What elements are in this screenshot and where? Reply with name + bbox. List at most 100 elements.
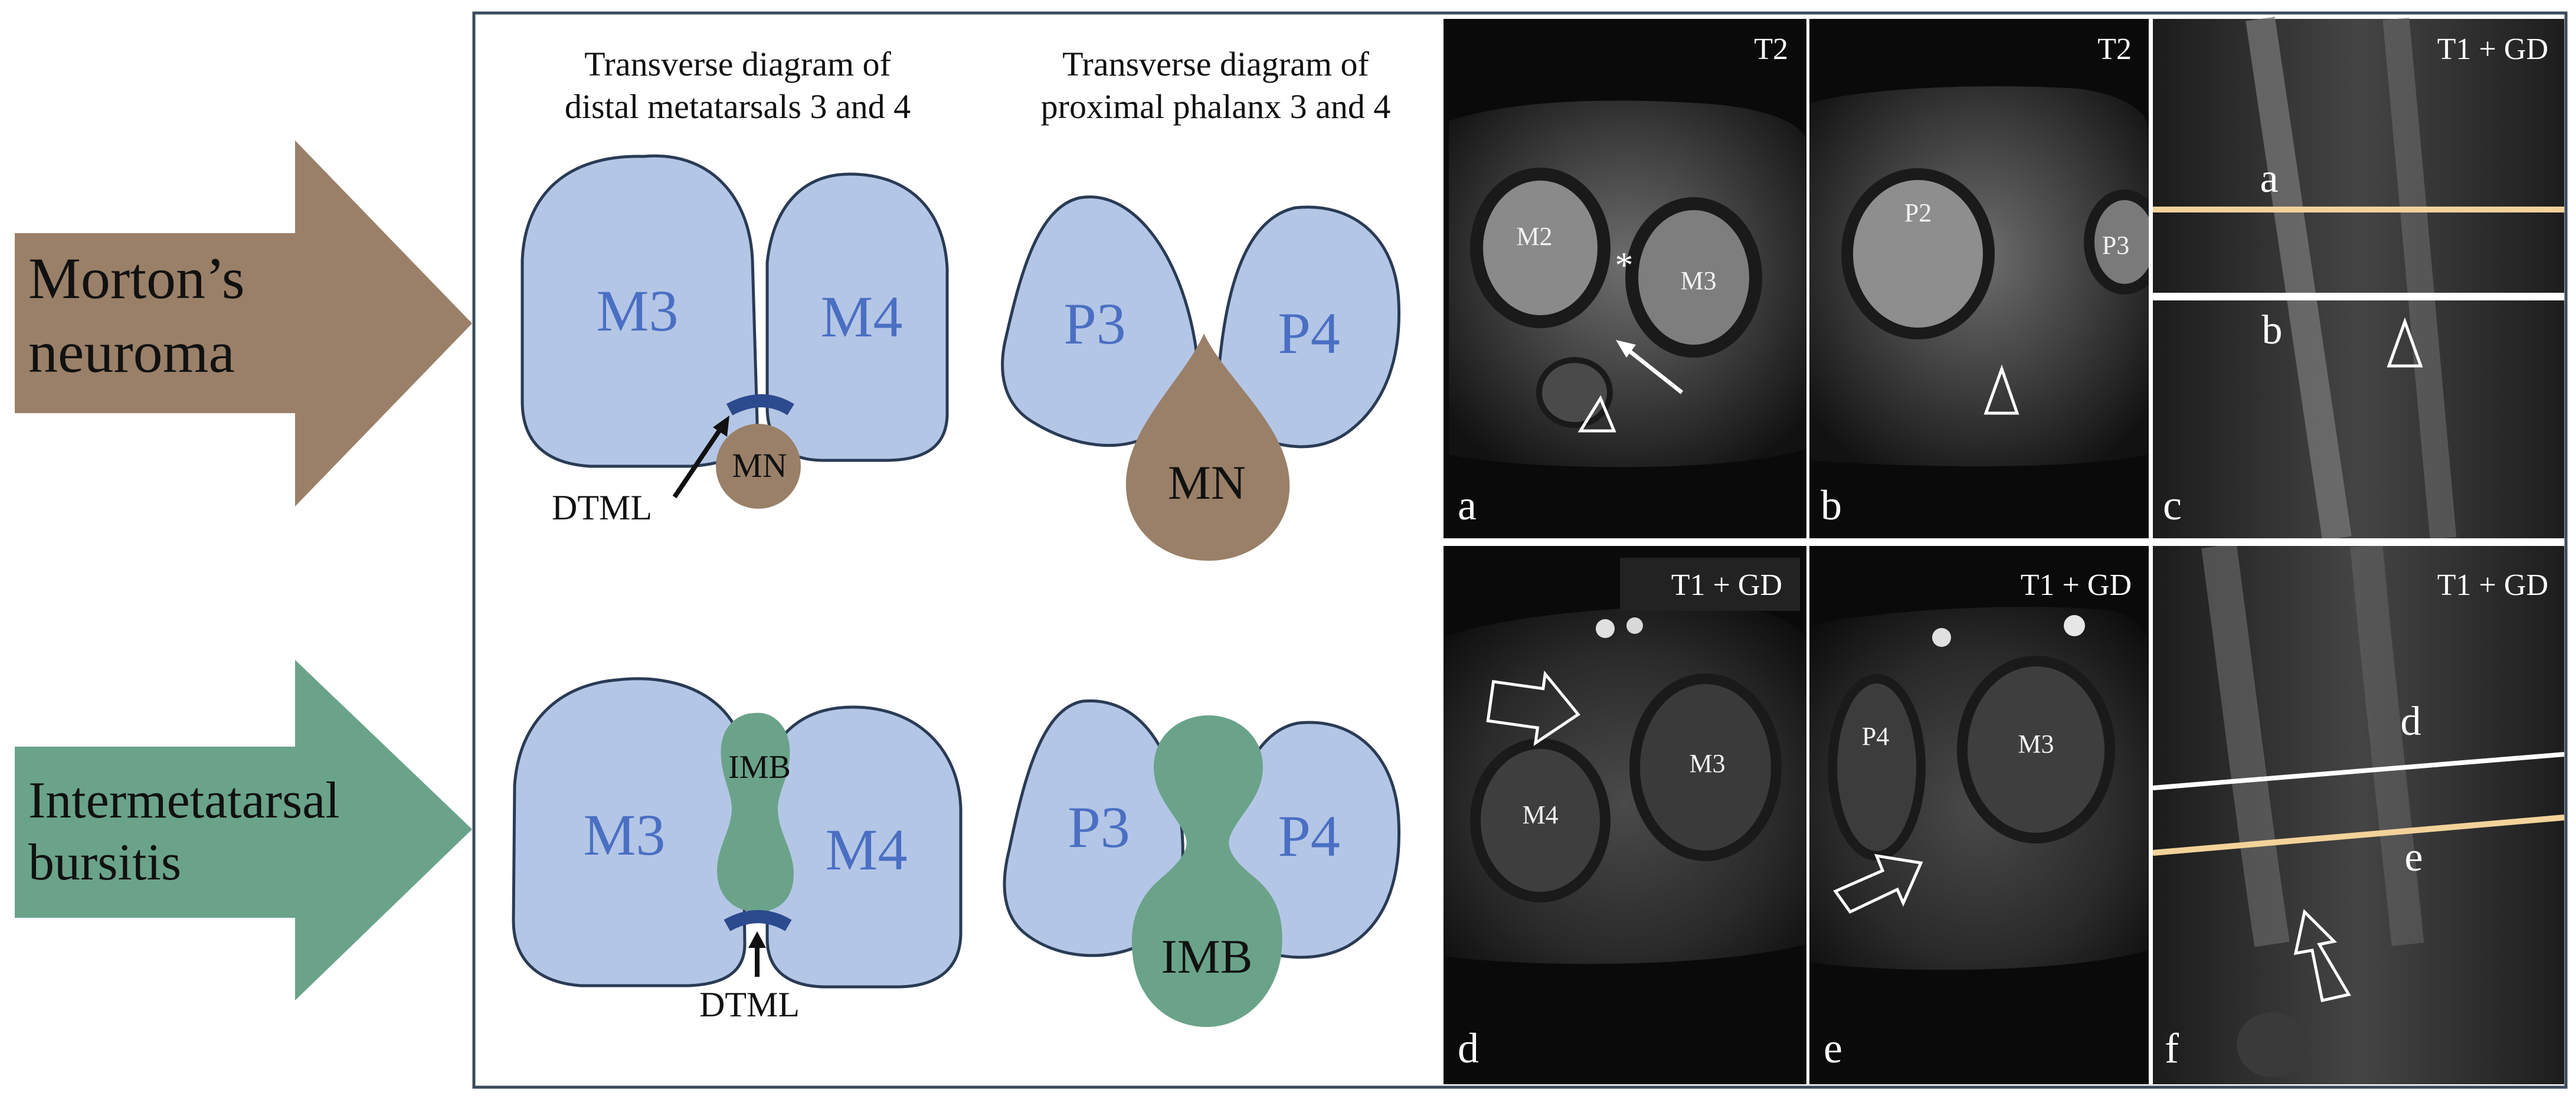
mri-f-metatarsal-shaft-2 xyxy=(2350,544,2424,946)
dtml-ligament-shape xyxy=(726,394,794,416)
morton-neuroma-arrow: Morton’s neuroma xyxy=(15,140,472,506)
bursa-label: IMB xyxy=(1161,930,1253,983)
mri-d-label-m3: M3 xyxy=(1689,749,1725,778)
bone-p4-shape xyxy=(1217,205,1401,449)
panel-separator xyxy=(2153,297,2564,300)
morton-arrow-shape xyxy=(15,140,472,506)
mri-e-bone-m3 xyxy=(1957,656,2115,843)
mri-d-bone-m4 xyxy=(1470,738,1611,902)
mri-panel-b: T2 P2 P3 b xyxy=(1809,19,2165,538)
mri-c-metatarsal-shaft xyxy=(2246,17,2352,541)
neuroma-shape xyxy=(716,424,801,509)
mri-d-block-arrow xyxy=(1486,670,1580,747)
mri-e-block-arrow xyxy=(1833,853,1923,914)
bone-m3-label: M3 xyxy=(584,802,666,868)
mri-c-arrowhead-open xyxy=(2387,317,2423,368)
bursa-label: IMB xyxy=(728,749,791,786)
morton-arrow-label-line1: Morton’s xyxy=(28,246,245,311)
bone-m4-label: M4 xyxy=(826,817,908,882)
bone-p3-label: P3 xyxy=(1063,291,1126,356)
mri-a-bone-m3 xyxy=(1625,197,1762,358)
mri-panel-a: T2 M2 M3 * a xyxy=(1444,19,1806,538)
mri-panel-f: T1 + GD d e f xyxy=(2152,544,2565,1084)
bone-m4-label: M4 xyxy=(821,284,903,349)
bursitis-arrow-label-line1: Intermetatarsal xyxy=(28,772,340,829)
mri-e-bone-p4 xyxy=(1828,674,1926,861)
mri-a-label-m2: M2 xyxy=(1516,222,1552,251)
bone-m3-shape xyxy=(512,677,747,987)
mri-panel-c: T1 + GD a b c xyxy=(2153,17,2564,541)
dtml-ligament-shape xyxy=(724,910,792,931)
diagram-top-right: P3 P4 MN xyxy=(1001,195,1401,561)
mri-f-letter: f xyxy=(2165,1025,2179,1072)
mri-c-metatarsal-shaft-2 xyxy=(2382,17,2457,540)
bone-p4-label: P4 xyxy=(1278,300,1340,366)
mri-b-letter: b xyxy=(1821,482,1842,529)
mri-f-line-label-e: e xyxy=(2404,835,2423,880)
mri-f-sequence: T1 + GD xyxy=(2437,568,2548,602)
bursitis-arrow-label-line2: bursitis xyxy=(28,834,181,891)
mri-a-arrow xyxy=(1624,346,1684,394)
mri-a-asterisk: * xyxy=(1615,246,1634,286)
col1-title-line1: Transverse diagram of xyxy=(584,45,891,83)
intermetatarsal-bursitis-arrow: Intermetatarsal bursitis xyxy=(15,660,472,1000)
mri-a-neuroma-area xyxy=(1536,357,1613,428)
mri-e-vessel xyxy=(1932,628,1951,647)
mri-panel-d: T1 + GD M4 M3 d xyxy=(1444,546,1806,1084)
bone-m3-shape xyxy=(521,154,759,468)
dtml-pointer-arrowhead xyxy=(748,931,766,948)
panel-separator xyxy=(2149,19,2153,1084)
mri-b-label-p2: P2 xyxy=(1904,198,1932,227)
bone-p4-label: P4 xyxy=(1278,803,1340,869)
panel-separator xyxy=(1444,538,2564,546)
mri-c-sequence: T1 + GD xyxy=(2437,32,2548,66)
mri-panel-e: T1 + GD P4 M3 e xyxy=(1809,546,2149,1084)
mri-b-label-p3: P3 xyxy=(2102,231,2129,260)
mri-f-plane-line-d xyxy=(2152,752,2565,790)
col2-title-line1: Transverse diagram of xyxy=(1062,45,1369,83)
diagram-top-left: M3 M4 MN DTML xyxy=(521,154,949,527)
mri-b-bone-p2 xyxy=(1841,168,1995,339)
morton-arrow-label-line2: neuroma xyxy=(28,319,235,385)
mri-e-label-p4: P4 xyxy=(1862,722,1889,751)
neuroma-label: MN xyxy=(732,446,787,485)
col1-title-line2: distal metatarsals 3 and 4 xyxy=(565,87,911,126)
mri-a-letter: a xyxy=(1458,482,1477,529)
mri-b-sequence: T2 xyxy=(2097,32,2132,66)
mri-a-arrowhead-open xyxy=(1577,395,1616,433)
mri-b-arrowhead-open xyxy=(1983,364,2019,415)
mri-e-label-m3: M3 xyxy=(2018,730,2054,758)
mri-f-block-arrow xyxy=(2293,908,2351,1002)
dtml-label: DTML xyxy=(699,985,800,1024)
mri-f-metatarsal-shaft xyxy=(2201,544,2290,947)
mri-e-letter: e xyxy=(1824,1025,1842,1072)
bursa-shape xyxy=(717,712,794,912)
mri-d-letter: d xyxy=(1458,1025,1479,1072)
neuroma-label: MN xyxy=(1168,456,1246,509)
mri-d-label-m4: M4 xyxy=(1522,800,1558,829)
mri-d-vessel xyxy=(1596,619,1615,638)
mri-d-vessel xyxy=(1626,617,1643,634)
mri-e-sequence: T1 + GD xyxy=(2021,568,2132,602)
mri-c-line-label-a: a xyxy=(2260,156,2278,201)
mri-a-sequence: T2 xyxy=(1754,32,1788,66)
mri-d-sequence-box xyxy=(1620,558,1800,611)
diagram-panel-border xyxy=(472,11,2568,1089)
mri-e-vessel xyxy=(2064,615,2085,636)
bone-m4-shape xyxy=(765,172,949,462)
diagram-bottom-left: M3 M4 IMB DTML xyxy=(512,677,963,1024)
panel-separator xyxy=(1806,19,1809,1084)
bone-p3-shape xyxy=(1001,195,1198,447)
mri-d-sequence: T1 + GD xyxy=(1671,568,1782,602)
bursa-shape xyxy=(1131,715,1282,1027)
mri-c-letter: c xyxy=(2163,482,2182,529)
mri-c-line-label-b: b xyxy=(2262,308,2283,353)
mri-f-line-label-d: d xyxy=(2401,699,2421,744)
mri-f-toe-pad xyxy=(2237,1012,2307,1077)
bursitis-arrow-shape xyxy=(15,660,472,1000)
dtml-pointer-arrowhead xyxy=(713,416,729,437)
bone-m3-label: M3 xyxy=(597,278,679,344)
mri-a-bone-m2 xyxy=(1470,168,1611,328)
dtml-label: DTML xyxy=(552,488,652,527)
